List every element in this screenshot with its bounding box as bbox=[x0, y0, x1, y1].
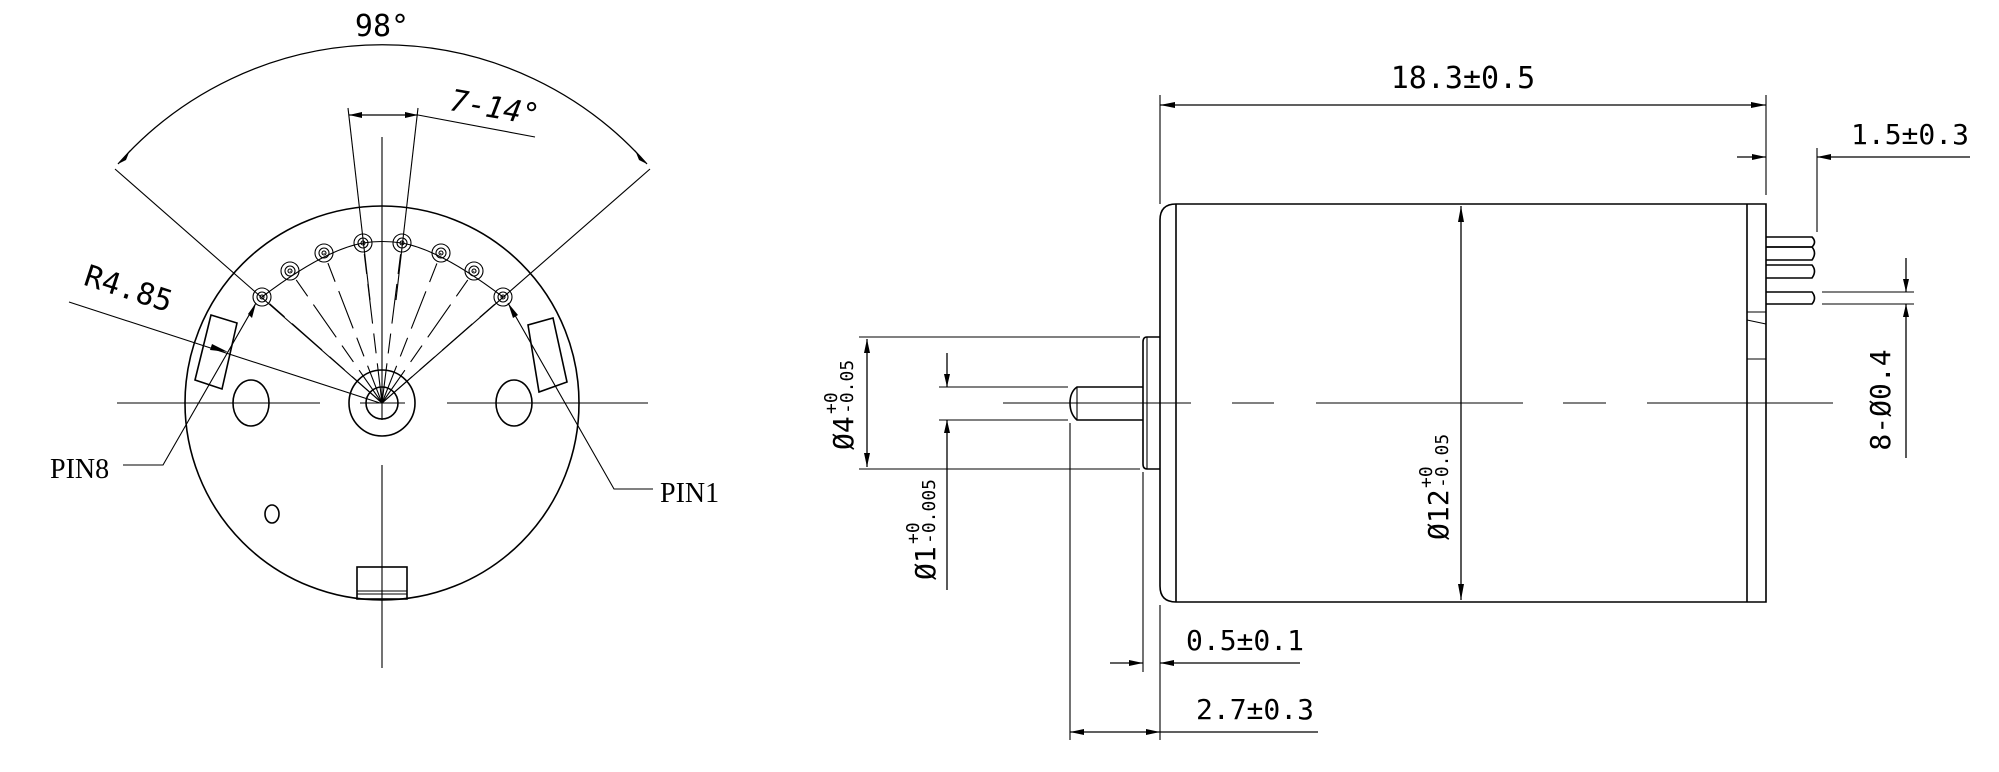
dimension-shaft-length: 2.7±0.3 bbox=[1069, 423, 1318, 740]
side-view: 18.3±0.5 1.5±0.3 8-Ø0.4 Ø12 bbox=[821, 61, 1970, 740]
pin8-label: PIN8 bbox=[50, 454, 109, 485]
dimension-98-deg: 98° bbox=[114, 9, 651, 404]
dimension-body-diameter: Ø12 +0 -0.05 bbox=[1416, 206, 1464, 600]
pin-8 bbox=[252, 287, 272, 307]
pin-arc bbox=[261, 240, 504, 298]
end-view: 98° 7-14° R4.85 PIN8 PIN1 bbox=[50, 9, 719, 668]
hub-outer bbox=[348, 369, 416, 437]
mounting-hole-right bbox=[495, 379, 533, 427]
bottom-tab bbox=[356, 566, 408, 600]
dimension-pin-protrusion: 1.5±0.3 bbox=[1737, 118, 1970, 232]
pin8-callout: PIN8 bbox=[50, 302, 257, 485]
pin-diameter-label: 8-Ø0.4 bbox=[1864, 349, 1897, 450]
dimension-7-14-deg: 7-14° bbox=[347, 83, 542, 301]
shaft-diameter-upper-tol: +0 bbox=[903, 522, 924, 544]
shaft-length-label: 2.7±0.3 bbox=[1196, 693, 1314, 726]
dimension-boss-diameter: Ø4 +0 -0.05 bbox=[821, 336, 1140, 470]
pin-7 bbox=[280, 261, 300, 281]
boss-height-label: 0.5±0.1 bbox=[1186, 624, 1304, 657]
pin-3 bbox=[431, 243, 451, 263]
dimension-pin-diameter: 8-Ø0.4 bbox=[1822, 258, 1914, 458]
pin-pitch-angle-label: 7-14° bbox=[447, 83, 542, 133]
terminal-pins bbox=[1766, 236, 1816, 305]
pin-1 bbox=[493, 287, 513, 307]
boss-diameter-main: Ø4 bbox=[827, 416, 860, 450]
shaft-diameter-lower-tol: -0.005 bbox=[919, 479, 940, 544]
dimension-boss-height: 0.5±0.1 bbox=[1110, 472, 1304, 740]
end-cap-detail bbox=[1746, 319, 1767, 325]
body-diameter-upper-tol: +0 bbox=[1416, 466, 1437, 488]
boss-diameter-lower-tol: -0.05 bbox=[837, 360, 858, 414]
pin-2 bbox=[464, 261, 484, 281]
pin-6 bbox=[314, 243, 334, 263]
angle-span-label: 98° bbox=[355, 9, 409, 44]
shaft-diameter-main: Ø1 bbox=[909, 546, 942, 580]
side-slot-left bbox=[194, 313, 238, 391]
pins bbox=[252, 233, 513, 307]
side-slot-right bbox=[527, 317, 568, 394]
pin1-label: PIN1 bbox=[660, 478, 719, 509]
dimension-shaft-diameter: Ø1 +0 -0.005 bbox=[903, 353, 1068, 590]
hub-inner bbox=[365, 386, 399, 420]
dimension-body-length: 18.3±0.5 bbox=[1159, 61, 1767, 204]
pin-protrusion-label: 1.5±0.3 bbox=[1851, 118, 1969, 151]
small-hole bbox=[264, 504, 280, 524]
boss-diameter-upper-tol: +0 bbox=[821, 392, 842, 414]
body-diameter-main: Ø12 bbox=[1422, 489, 1455, 540]
body-diameter-lower-tol: -0.05 bbox=[1432, 434, 1453, 488]
body-length-label: 18.3±0.5 bbox=[1391, 61, 1536, 96]
pin1-callout: PIN1 bbox=[507, 302, 719, 509]
mounting-hole-left bbox=[232, 379, 270, 427]
